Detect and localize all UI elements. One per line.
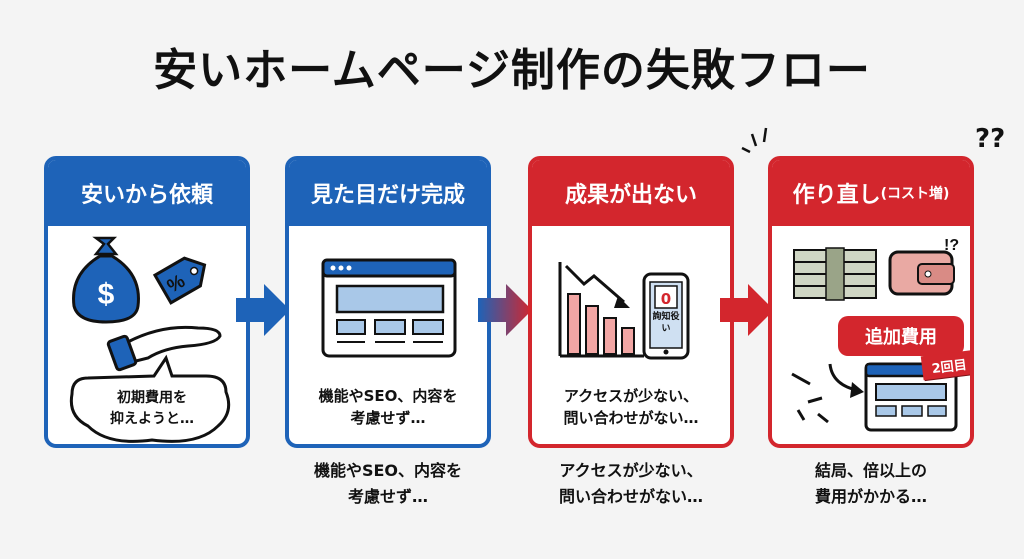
question-marks: ?? — [975, 124, 1006, 154]
smartphone-icon — [642, 272, 690, 360]
step-4-heading-sub: (コスト増) — [880, 186, 950, 202]
step-2-caption: 機能やSEO、内容を 考慮せず… — [285, 458, 491, 509]
phone-zero-value: 0 — [660, 290, 672, 308]
step-4-body: !? 追加費用 2回目 — [772, 226, 970, 444]
step-4-heading: 作り直し(コスト増) — [772, 160, 970, 226]
money-stack-icon — [793, 247, 877, 301]
exclaim-mark: !? — [944, 237, 959, 254]
bubble-line-2: 抑えようと… — [110, 411, 194, 427]
step-3-caption-line-2: 問い合わせがない… — [558, 486, 703, 506]
browser-window-icon — [321, 258, 457, 358]
curved-arrow-icon — [828, 363, 864, 398]
step-2-body-line-2: 考慮せず… — [350, 408, 426, 427]
step-4-caption-line-1: 結局、倍以上の — [814, 461, 927, 480]
step-2-illustration — [321, 258, 457, 358]
speech-bubble-text: 初期費用を 抑えようと… — [78, 377, 226, 441]
step-card-1: 安いから依頼 $ % 初期 — [44, 156, 250, 448]
step-3-heading: 成果が出ない — [532, 160, 730, 226]
phone-caption-line-2: い — [661, 323, 671, 334]
burst-lines-icon — [741, 127, 768, 154]
browser-window-icon — [864, 362, 958, 432]
svg-text:$: $ — [98, 278, 115, 311]
step-2-heading: 見た目だけ完成 — [289, 160, 487, 226]
step-4-caption: 結局、倍以上の 費用がかかる… — [768, 458, 974, 509]
step-card-2: 見た目だけ完成 機能やSEO、内容を 考慮せず… — [285, 156, 491, 448]
step-2-body: 機能やSEO、内容を 考慮せず… — [289, 226, 487, 444]
step-card-4: 作り直し(コスト増) !? — [768, 156, 974, 448]
arrow-right-icon — [236, 284, 290, 336]
step-4-illustration: !? — [791, 237, 959, 432]
step-3-body-line-1: アクセスが少ない、 — [563, 387, 699, 405]
step-4-heading-main: 作り直し — [792, 183, 881, 208]
step-3-illustration — [558, 262, 690, 360]
broken-pieces-icon — [791, 372, 829, 424]
wallet-icon — [888, 250, 955, 296]
step-3-body-line-2: 問い合わせがない… — [563, 408, 699, 427]
step-3-body: 0 詢知役 い アクセスが少ない、 問い合わせがない… — [532, 226, 730, 444]
step-3-caption-line-1: アクセスが少ない、 — [559, 461, 703, 480]
phone-caption-line-1: 詢知役 — [652, 312, 680, 322]
page-title: 安いホームページ制作の失敗フロー — [153, 45, 871, 96]
step-2-caption-line-1: 機能やSEO、内容を — [313, 461, 463, 480]
step-2-caption-line-2: 考慮せず… — [347, 486, 428, 506]
money-bag-icon: $ — [72, 236, 140, 324]
declining-bar-chart-icon — [558, 262, 644, 358]
step-1-heading: 安いから依頼 — [48, 160, 246, 226]
extra-cost-badge: 追加費用 — [838, 316, 964, 356]
arrow-right-icon — [720, 284, 774, 336]
phone-caption: 詢知役 い — [648, 312, 684, 335]
hand-icon — [106, 325, 222, 372]
step-4-caption-line-2: 費用がかかる… — [814, 486, 927, 506]
step-card-3: 成果が出ない 0 詢知役 い — [528, 156, 734, 448]
step-1-body: $ % 初期費用を 抑えようと… — [48, 226, 246, 444]
arrow-right-icon — [478, 284, 532, 336]
step-1-illustration: $ % — [69, 236, 231, 443]
bubble-line-1: 初期費用を — [117, 390, 187, 406]
price-tag-icon: % — [152, 256, 207, 305]
speech-bubble — [69, 354, 231, 443]
step-3-caption: アクセスが少ない、 問い合わせがない… — [528, 458, 734, 509]
step-2-body-line-1: 機能やSEO、内容を — [318, 387, 458, 405]
